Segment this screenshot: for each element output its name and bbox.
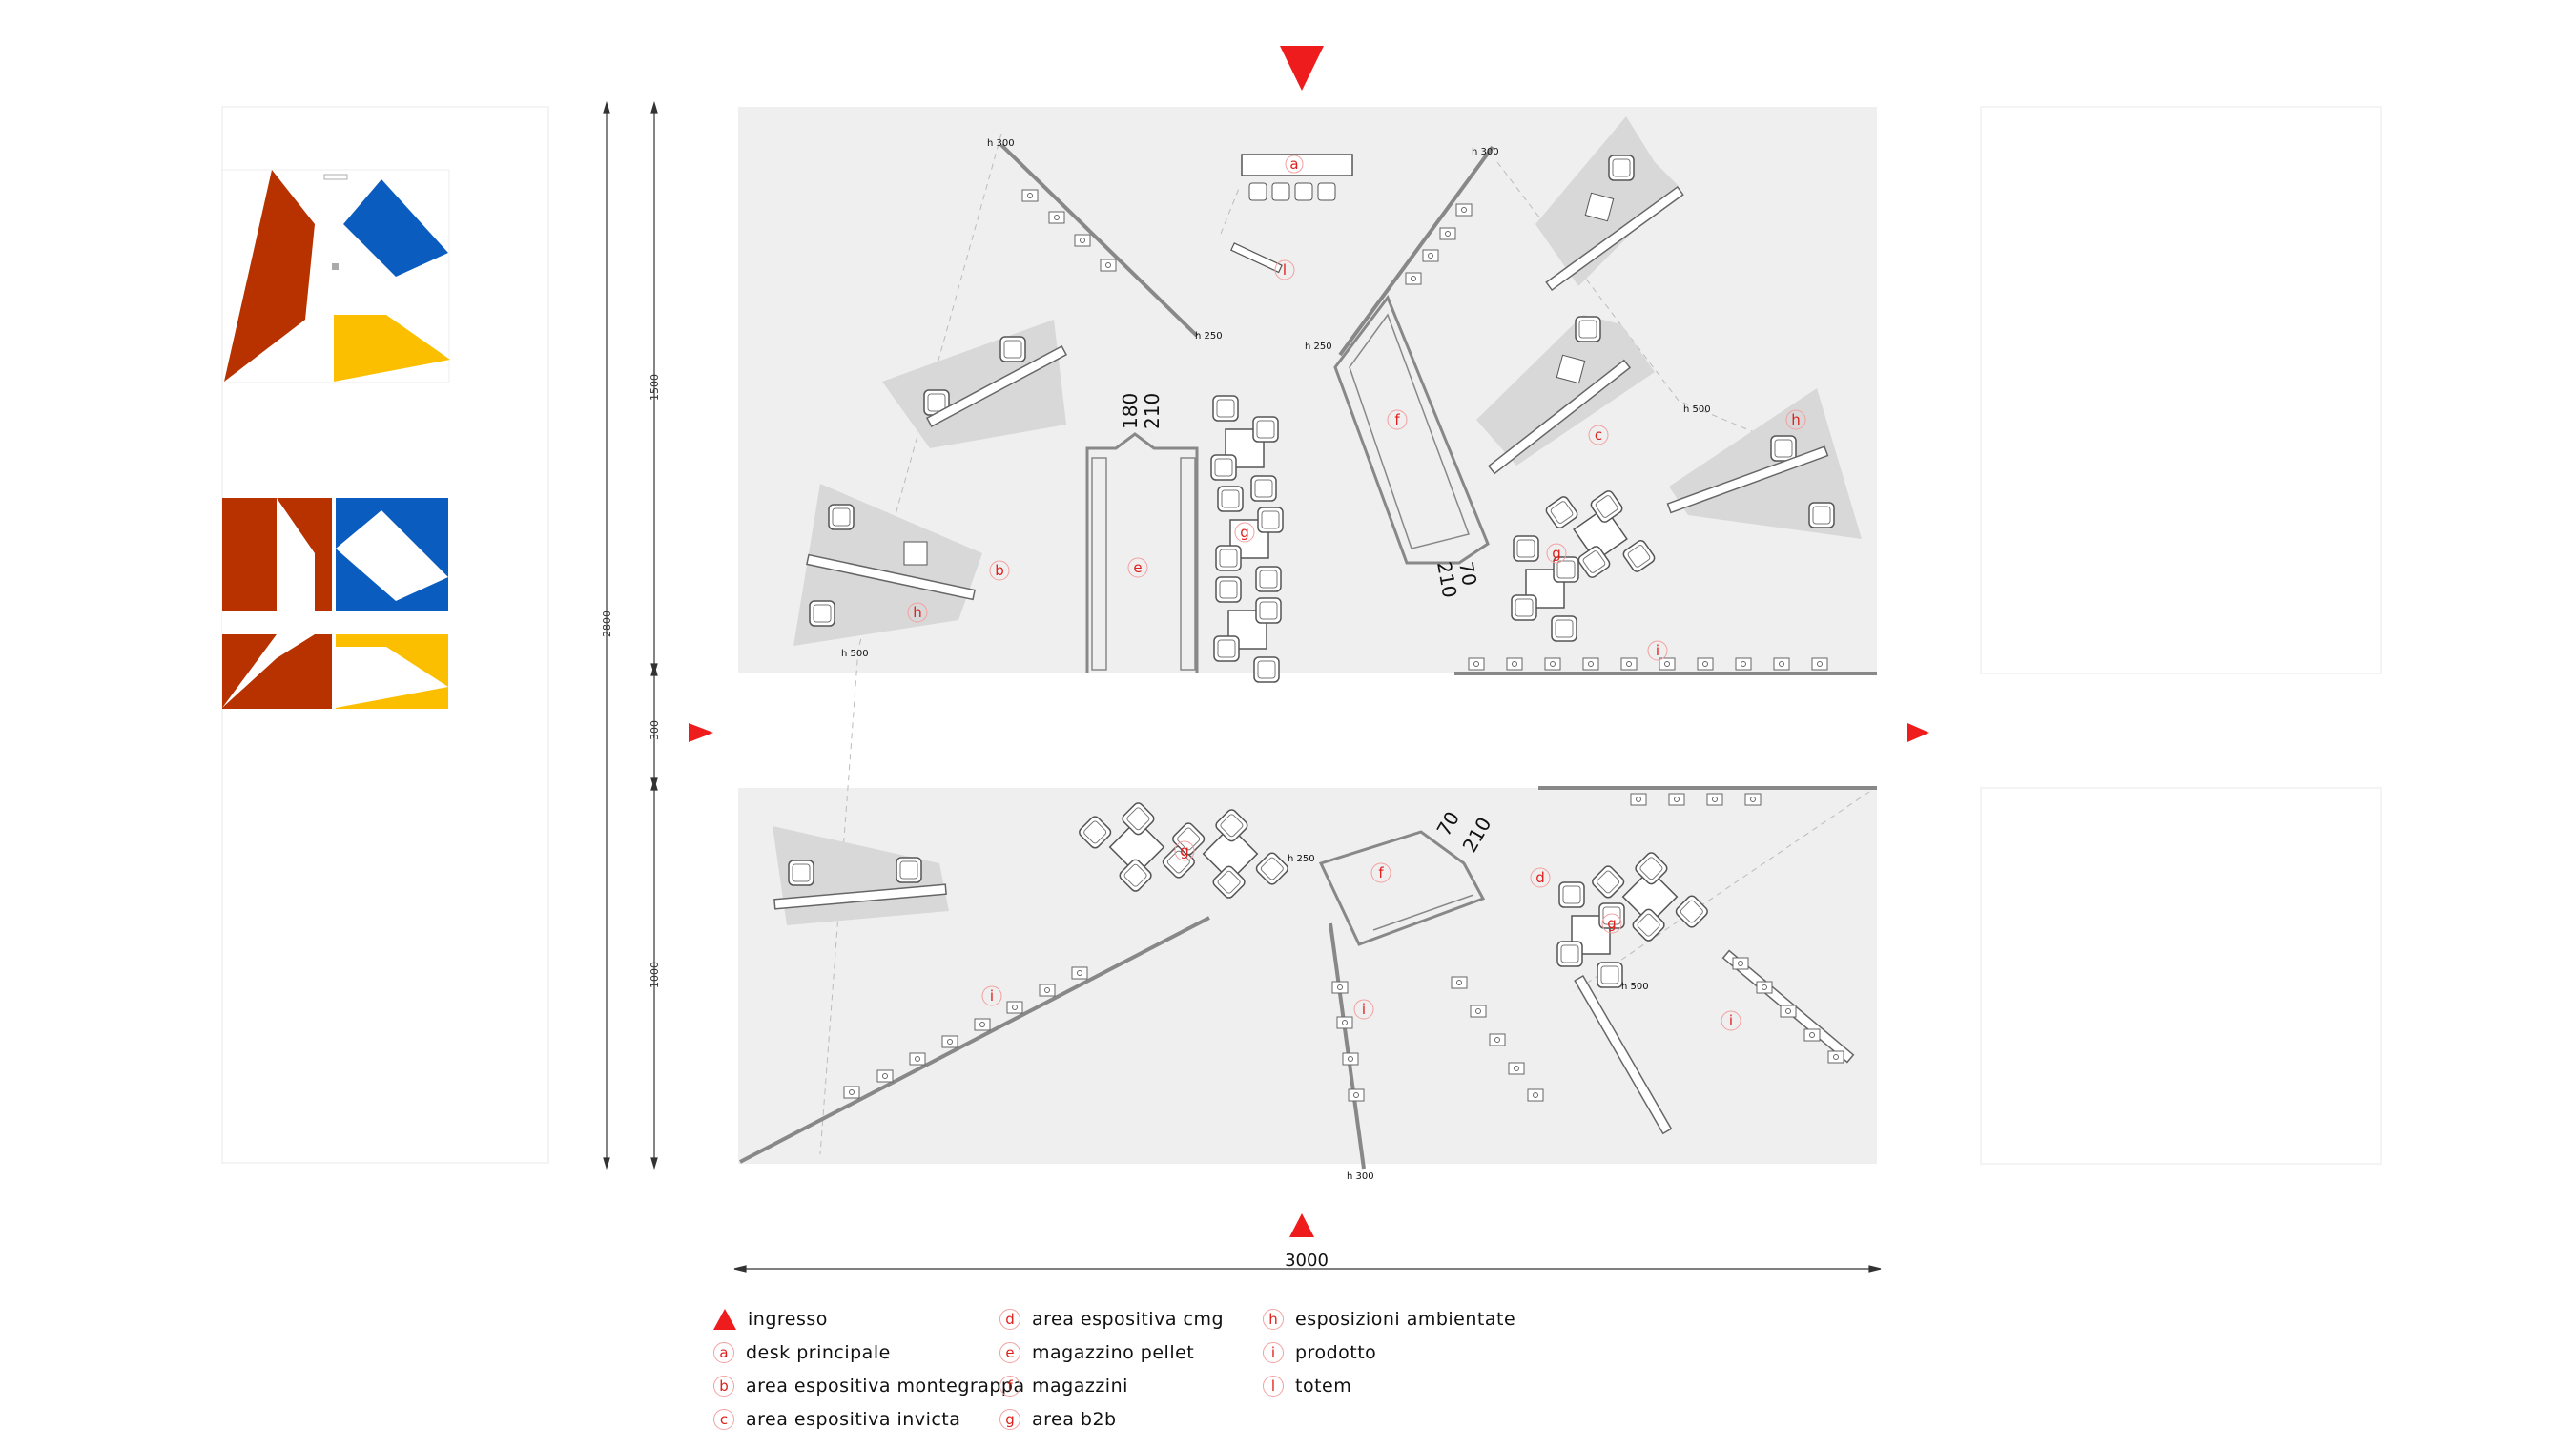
marker-h: h (913, 604, 922, 621)
red-area-shape (224, 170, 315, 382)
thumbnail-colored-areas-top (221, 169, 450, 383)
legend-marker: b (713, 1376, 734, 1397)
legend-item-l: l totem (1263, 1372, 1515, 1400)
legend-marker: l (1263, 1376, 1284, 1397)
legend-marker: i (1263, 1342, 1284, 1363)
marker-i: i (1362, 1001, 1366, 1018)
legend: ingresso a desk principale b area esposi… (713, 1305, 1858, 1439)
legend-label: area espositiva cmg (1032, 1309, 1225, 1330)
blue-area-shape (343, 179, 448, 277)
marker-b: b (995, 562, 1004, 579)
storage-dim: 210 (1141, 393, 1164, 429)
marker-g: g (1552, 545, 1561, 562)
marker-e: e (1133, 559, 1142, 576)
partition-walls (739, 143, 1877, 1170)
legend-item-b: b area espositiva montegrappa (713, 1372, 1025, 1400)
legend-item-a: a desk principale (713, 1338, 1025, 1367)
storage-dim: 180 (1119, 393, 1142, 429)
legend-label: area espositiva invicta (746, 1409, 961, 1430)
dim-top-depth: 1500 (649, 374, 661, 401)
legend-marker: g (999, 1409, 1020, 1430)
area-markers: a b c d e f f g g g g h h i i i i l (907, 155, 1806, 1031)
entrance-triangle-icon (713, 1309, 736, 1330)
legend-item-d: d area espositiva cmg (999, 1305, 1224, 1334)
entrance-bottom-icon (1289, 1213, 1314, 1237)
height-label: h 500 (1621, 982, 1649, 992)
legend-label: area b2b (1032, 1409, 1117, 1430)
legend-label: magazzino pellet (1032, 1342, 1195, 1363)
legend-marker: d (999, 1309, 1020, 1330)
legend-item-g: g area b2b (999, 1405, 1224, 1434)
thumbnail-colored-areas-bottom (222, 498, 448, 709)
legend-marker: c (713, 1409, 734, 1430)
legend-column-1: ingresso a desk principale b area esposi… (713, 1305, 1025, 1439)
height-label: h 300 (987, 138, 1015, 149)
dim-bottom-depth: 1000 (649, 962, 661, 988)
storage-f-bottom (1318, 830, 1486, 946)
entrance-left-icon (689, 723, 713, 742)
marker-l: l (1283, 261, 1287, 279)
height-label: h 300 (1347, 1171, 1374, 1182)
entrance-arrows (689, 46, 1929, 1237)
marker-g: g (1607, 915, 1617, 932)
marker-g: g (1240, 524, 1249, 541)
legend-item-c: c area espositiva invicta (713, 1405, 1025, 1434)
marker-f: f (1378, 864, 1384, 881)
marker-a: a (1289, 155, 1298, 173)
dimension-line-horizontal (733, 1265, 1882, 1273)
legend-marker: e (999, 1342, 1020, 1363)
marker-d: d (1535, 869, 1545, 886)
legend-marker: a (713, 1342, 734, 1363)
legend-item-h: h esposizioni ambientate (1263, 1305, 1515, 1334)
storage-dim: 70 (1454, 560, 1481, 588)
legend-item-ingresso: ingresso (713, 1305, 1025, 1334)
marker-c: c (1595, 426, 1602, 444)
zone-chairs (788, 155, 1835, 886)
legend-item-e: e magazzino pellet (999, 1338, 1224, 1367)
legend-label: desk principale (746, 1342, 891, 1363)
yellow-area-shape (334, 315, 450, 382)
legend-marker: h (1263, 1309, 1284, 1330)
marker-f: f (1394, 411, 1400, 428)
height-label: h 250 (1305, 342, 1332, 352)
totem (1230, 242, 1283, 274)
height-label: h 500 (841, 649, 869, 659)
marker-i: i (1656, 642, 1659, 659)
marker-i: i (990, 987, 994, 1005)
marker-h: h (1791, 411, 1801, 428)
legend-label: totem (1295, 1376, 1352, 1397)
height-label: h 500 (1683, 404, 1711, 415)
dim-aisle: 300 (649, 720, 661, 740)
legend-label: prodotto (1295, 1342, 1377, 1363)
height-label: h 250 (1288, 854, 1315, 864)
floor-bottom (738, 788, 1877, 1164)
legend-column-2: d area espositiva cmg e magazzino pellet… (999, 1305, 1224, 1439)
legend-label: area espositiva montegrappa (746, 1376, 1025, 1397)
legend-label: magazzini (1032, 1376, 1128, 1397)
entrance-top-icon (1280, 46, 1324, 91)
entrance-right-icon (1907, 723, 1929, 742)
storage-f-top (1333, 294, 1490, 565)
height-label: h 250 (1195, 331, 1223, 342)
marker-i: i (1729, 1012, 1733, 1029)
legend-column-3: h esposizioni ambientate i prodotto l to… (1263, 1305, 1515, 1405)
legend-item-i: i prodotto (1263, 1338, 1515, 1367)
dimension-lines-vertical (603, 100, 658, 1170)
legend-label: esposizioni ambientate (1295, 1309, 1516, 1330)
legend-marker: f (999, 1376, 1020, 1397)
dim-total-width: 3000 (1285, 1251, 1329, 1271)
dim-total-height: 2800 (601, 611, 613, 637)
height-label: h 300 (1472, 147, 1499, 157)
storage-e (1085, 432, 1199, 673)
legend-label: ingresso (748, 1309, 828, 1330)
marker-g: g (1180, 842, 1189, 860)
legend-item-f: f magazzini (999, 1372, 1224, 1400)
